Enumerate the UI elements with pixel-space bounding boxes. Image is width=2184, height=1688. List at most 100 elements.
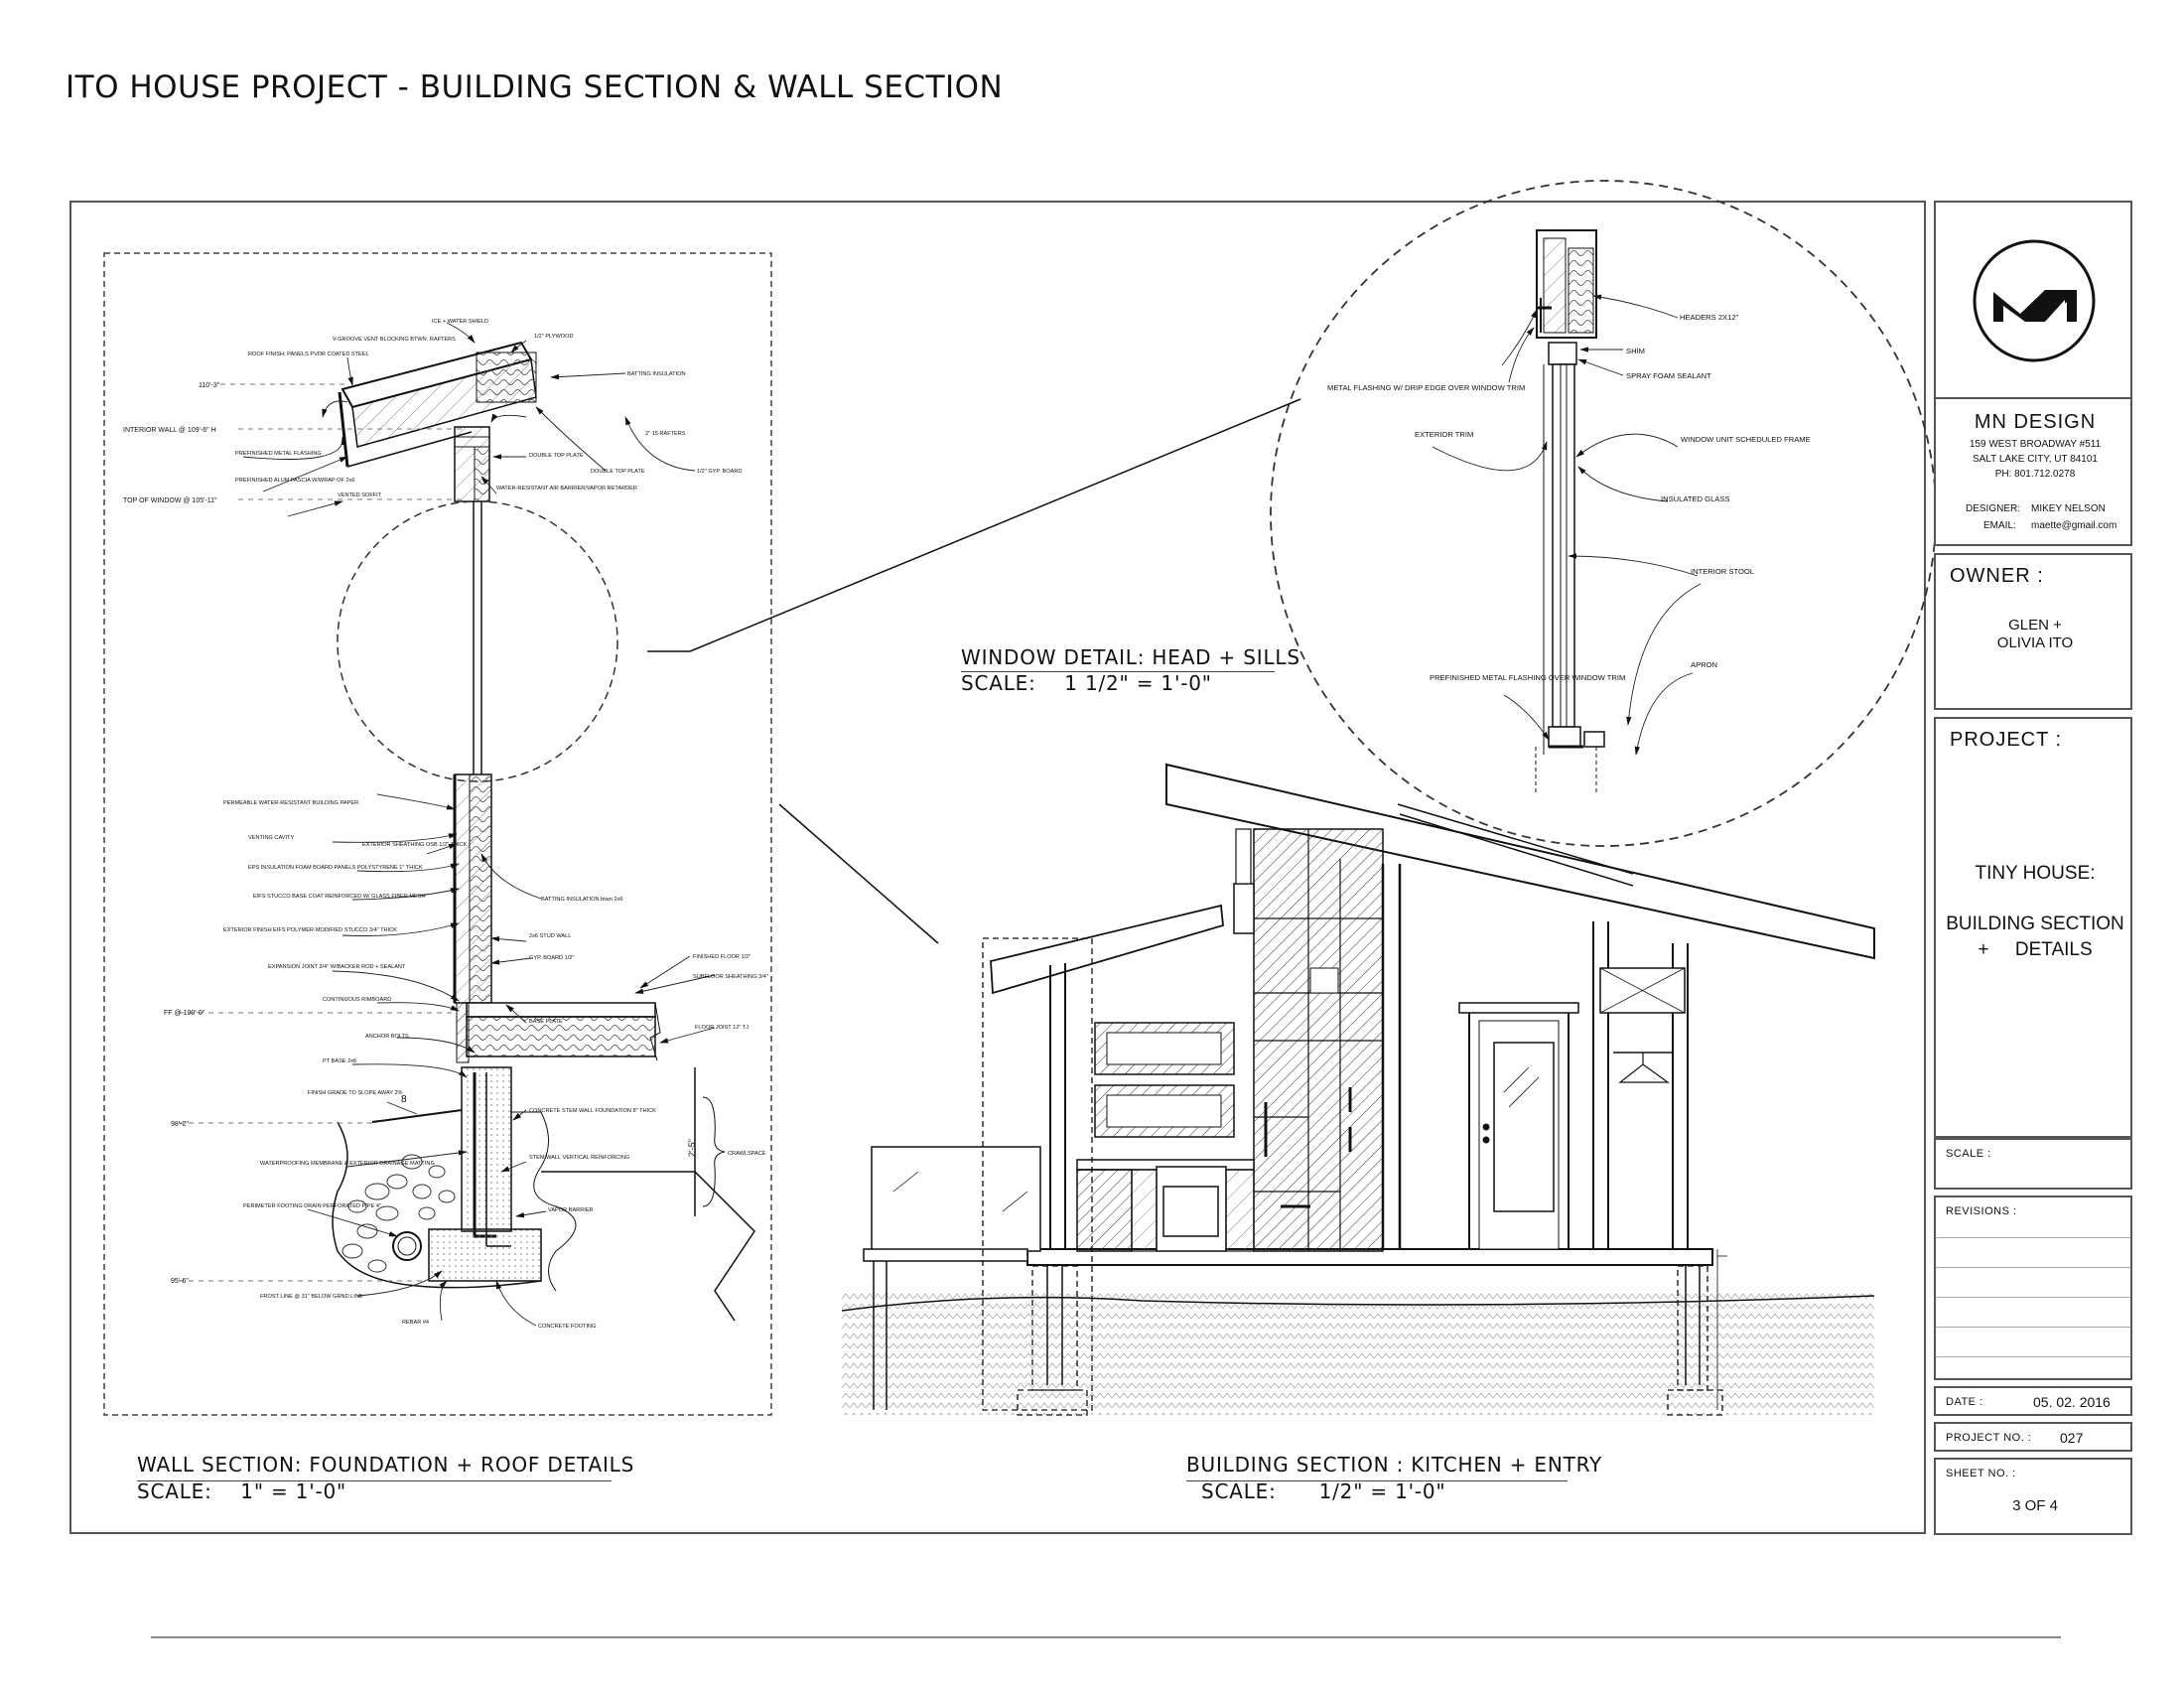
- note-batting: BATTING INSULATION: [627, 371, 686, 377]
- note-rafters: 2" 15 RAFTERS: [645, 431, 686, 437]
- project-line2: BUILDING SECTION: [1946, 914, 2124, 934]
- note-plywood: 1/2" PLYWOOD: [534, 334, 574, 340]
- note-gyp-board-2: GYP. BOARD 1/2": [529, 955, 574, 961]
- note-subfloor: SUBFLOOR SHEATHING 3/4": [693, 974, 768, 980]
- wall-section-title: WALL SECTION: FOUNDATION + ROOF DETAILS: [137, 1453, 635, 1477]
- project-no-box: PROJECT NO. : 027: [1934, 1422, 2132, 1452]
- note-exterior-finish: EXTERIOR FINISH EIFS POLYMER-MODIFIED ST…: [223, 927, 397, 933]
- note-double-top: DOUBLE TOP PLATE: [529, 453, 584, 459]
- note-apron: APRON: [1691, 660, 1717, 669]
- date-value: 05. 02. 2016: [2033, 1394, 2111, 1410]
- scale-box: SCALE :: [1934, 1138, 2132, 1190]
- note-crawlspace: CRAWLSPACE: [728, 1151, 766, 1157]
- project-no-value: 027: [2060, 1430, 2084, 1446]
- note-pt-base: PT BASE 2x6: [323, 1058, 356, 1064]
- note-metal-flashing: METAL FLASHING W/ DRIP EDGE OVER WINDOW …: [1327, 383, 1525, 392]
- note-prefinished-flashing: PREFINISHED METAL FLASHING: [235, 451, 322, 457]
- elev-ff: FF @ 100'-0": [164, 1010, 205, 1017]
- email-label: EMAIL:: [1983, 520, 2016, 531]
- window-notes: HEADERS 2X12" SHIM SPRAY FOAM SEALANT ME…: [1327, 313, 1811, 682]
- note-base-plate: BASE PLATE: [529, 1019, 563, 1025]
- note-building-paper: PERMEABLE WATER-RESISTANT BUILDING PAPER: [223, 800, 358, 806]
- project-no-label: PROJECT NO. :: [1946, 1432, 2032, 1444]
- revision-line: [1936, 1327, 2130, 1328]
- sheet-no-box: SHEET NO. : 3 OF 4: [1934, 1458, 2132, 1535]
- note-interior-stool: INTERIOR STOOL: [1691, 567, 1754, 576]
- date-box: DATE : 05. 02. 2016: [1934, 1386, 2132, 1416]
- firm-address2: SALT LAKE CITY, UT 84101: [1973, 454, 2098, 465]
- note-finished-floor: FINISHED FLOOR 1/2": [693, 954, 751, 960]
- note-double-top-2: DOUBLE TOP PLATE: [591, 469, 645, 475]
- building-section: [841, 763, 1875, 1416]
- note-footing-drain: PERIMETER FOOTING DRAIN PERFORATED PIPE …: [243, 1203, 381, 1209]
- owner-line1: GLEN +: [2008, 617, 2062, 633]
- dim-crawl: 2'-5": [687, 1139, 697, 1157]
- firm-address1: 159 WEST BROADWAY #511: [1969, 439, 2102, 450]
- designer-name: MIKEY NELSON: [2031, 503, 2106, 514]
- revision-line: [1936, 1356, 2130, 1357]
- date-label: DATE :: [1946, 1396, 1983, 1408]
- firm-box: MN DESIGN 159 WEST BROADWAY #511 SALT LA…: [1934, 397, 2132, 546]
- wall-section-notes: ICE + WATER SHIELD V-GROOVE VENT BLOCKIN…: [123, 319, 768, 1330]
- note-continuous-rimboard: CONTINUOUS RIMBOARD: [323, 997, 391, 1003]
- elev-footing: 95'-6": [171, 1278, 189, 1285]
- window-title-underline: [961, 671, 1275, 672]
- note-spray-foam: SPRAY FOAM SEALANT: [1626, 371, 1711, 380]
- elev-top: 110'-3": [199, 382, 220, 389]
- window-detail-title: WINDOW DETAIL: HEAD + SILLS: [961, 645, 1300, 669]
- note-roof-finish: ROOF FINISH: PANELS PVDR COATED STEEL: [248, 352, 369, 357]
- wall-section-scale: SCALE: 1" = 1'-0": [137, 1479, 347, 1503]
- note-venting-cavity: VENTING CAVITY: [248, 835, 294, 841]
- note-stem-reinf: STEM WALL VERTICAL REINFORCING: [529, 1155, 629, 1161]
- sheet-title: ITO HOUSE PROJECT - BUILDING SECTION & W…: [66, 70, 1004, 105]
- note-window-unit: WINDOW UNIT SCHEDULED FRAME: [1681, 435, 1811, 444]
- project-label: PROJECT :: [1950, 729, 2063, 751]
- firm-name: MN DESIGN: [1974, 411, 2097, 433]
- note-expansion-joint: EXPANSION JOINT 3/4" W/BACKER ROD + SEAL…: [268, 964, 406, 970]
- email-value: maette@gmail.com: [2031, 520, 2117, 531]
- note-ice-water: ICE + WATER SHIELD: [432, 319, 488, 325]
- drawing-frame: [69, 201, 1926, 1534]
- note-waterproofing: WATERPROOFING MEMBRANE & EXTERIOR DRAINA…: [260, 1161, 435, 1167]
- note-vent-block: V-GROOVE VENT BLOCKING BTWN. RAFTERS: [333, 337, 456, 343]
- note-floor-joist: FLOOR JOIST 12" TJ: [695, 1025, 749, 1031]
- note-exterior-trim: EXTERIOR TRIM: [1415, 430, 1473, 439]
- logo-box: [1934, 201, 2132, 399]
- designer-label: DESIGNER:: [1966, 503, 2021, 514]
- note-anchor-bolts: ANCHOR BOLTS: [365, 1034, 409, 1040]
- note-rebar: REBAR #4: [402, 1320, 429, 1326]
- building-section-scale: SCALE: 1/2" = 1'-0": [1201, 1479, 1446, 1503]
- sheet-no-label: SHEET NO. :: [1946, 1468, 2016, 1479]
- building-title-underline: [1186, 1480, 1568, 1481]
- sheet-no-value: 3 OF 4: [2012, 1497, 2058, 1514]
- note-shim: SHIM: [1626, 347, 1645, 355]
- firm-phone: PH: 801.712.0278: [1994, 469, 2076, 480]
- note-sheathing: EXTERIOR SHEATHING OSB 1/2" THICK: [362, 842, 468, 848]
- elev-top-window: TOP OF WINDOW @ 105'-11": [123, 497, 217, 504]
- note-eps-insulation: EPS INSULATION FOAM BOARD PANELS POLYSTY…: [248, 865, 423, 871]
- window-detail: [1270, 180, 1937, 847]
- note-water-resistant: WATER-RESISTANT AIR BARRIER/VAPOR RETARD…: [496, 486, 637, 492]
- note-insulated-glass: INSULATED GLASS: [1661, 494, 1730, 503]
- note-prefinished-flashing-window: PREFINISHED METAL FLASHING OVER WINDOW T…: [1430, 673, 1625, 682]
- scale-label: SCALE :: [1946, 1148, 1991, 1160]
- project-box: PROJECT : TINY HOUSE: BUILDING SECTION +…: [1934, 717, 2132, 1138]
- wall-title-underline: [137, 1480, 612, 1481]
- note-base-coat: EIFS STUCCO BASE COAT REINFORCED W/ GLAS…: [253, 894, 426, 900]
- elev-grade: 98'-2": [171, 1121, 189, 1128]
- window-detail-scale: SCALE: 1 1/2" = 1'-0": [961, 671, 1212, 695]
- note-fascia: PREFINISHED ALUM FASCIA W/WRAP OF 2x6: [235, 478, 355, 484]
- note-stem-wall: CONCRETE STEM WALL FOUNDATION 8" THICK: [529, 1108, 656, 1114]
- svg-text:8: 8: [401, 1094, 407, 1105]
- revision-line: [1936, 1267, 2130, 1268]
- note-batting-2: BATTING INSULATION btwn 2x6: [541, 897, 622, 903]
- footer-rule: [151, 1636, 2061, 1638]
- note-finish-grade: FINISH GRADE TO SLOPE AWAY 2%: [308, 1090, 403, 1096]
- revisions-label: REVISIONS :: [1946, 1205, 2017, 1217]
- note-frost-line: FROST LINE @ 31" BELOW GRND LINE: [260, 1294, 363, 1300]
- owner-line2: OLIVIA ITO: [1996, 634, 2074, 651]
- elev-interior-wall: INTERIOR WALL @ 109'-6" H: [123, 427, 216, 434]
- note-concrete-footing: CONCRETE FOOTING: [538, 1324, 596, 1330]
- project-line1: TINY HOUSE:: [1975, 863, 2096, 884]
